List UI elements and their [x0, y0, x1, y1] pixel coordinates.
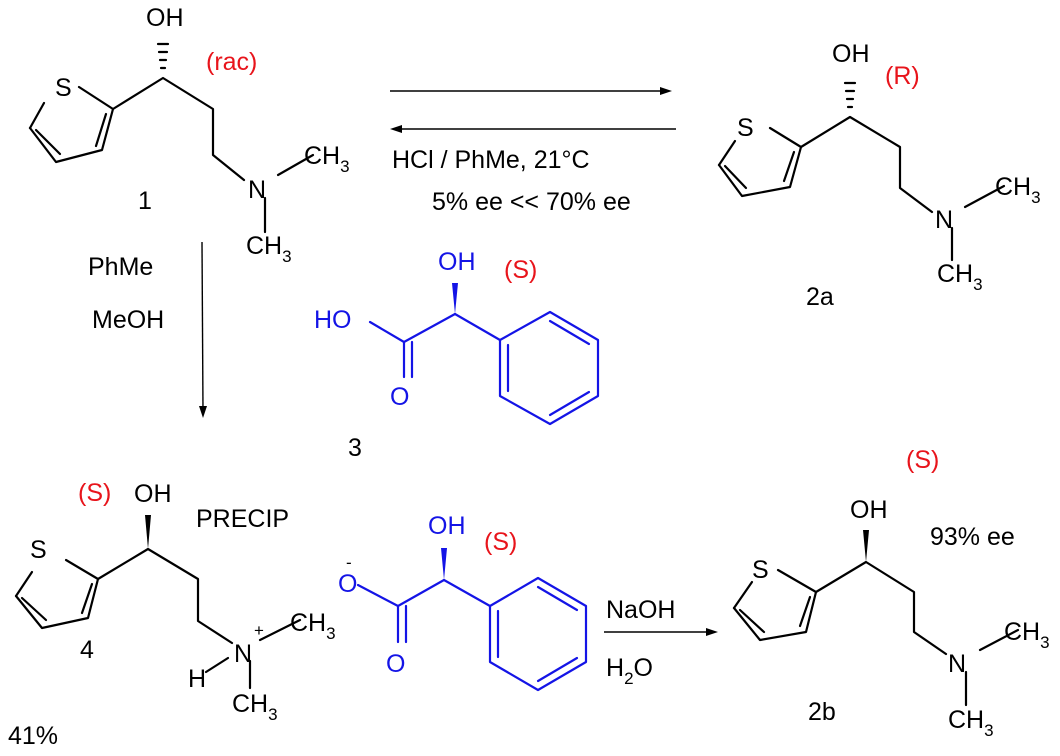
compound-4-hydrogen-label: H: [188, 665, 206, 693]
base-solvent-label: H2O: [606, 654, 653, 688]
compound-4-thiophene-ring: [14, 558, 100, 630]
compound-2a-ch3-top-label: CH3: [995, 173, 1041, 207]
compound-4-charge-plus: +: [254, 621, 264, 640]
anion-minus-charge: -: [346, 553, 352, 572]
down-conditions-solvent2: MeOH: [92, 306, 164, 334]
compound-4-nitrogen-label: N: [234, 640, 252, 668]
compound-2a-hashed-wedge: [843, 81, 857, 109]
compound-1-hashed-wedge: [156, 42, 170, 70]
compound-1-stereo-label: (rac): [206, 48, 257, 76]
compound-3-ho-label: HO: [314, 306, 352, 334]
compound-4-number: 4: [80, 636, 94, 664]
compound-2a-number: 2a: [806, 283, 834, 311]
anion-o-minus-label: O: [338, 570, 357, 598]
anion-phenyl-ring: [488, 576, 588, 692]
compound-3-oxygen-label: O: [390, 383, 409, 411]
compound-1-nitrogen-label: N: [248, 176, 266, 204]
naoh-arrow: [604, 628, 718, 636]
compound-3-stereo-label: (S): [504, 256, 537, 284]
down-conditions-solvent1: PhMe: [88, 253, 153, 281]
compound-2a-ch3-bottom-label: CH3: [937, 260, 983, 294]
compound-4-precip-label: PRECIP: [196, 505, 289, 533]
compound-4-structure: S OH (S) PRECIP N + H CH3 CH3 4 41%: [8, 479, 336, 750]
compound-2b-structure: S OH (S) 93% ee N CH3 CH3 2b: [732, 446, 1050, 740]
anion-oh-label: OH: [428, 512, 466, 540]
compound-2a-structure: S OH (R) N CH3 CH3 2a: [717, 40, 1041, 311]
compound-2a-thiophene-ring: [717, 126, 803, 198]
compound-2b-nitrogen-label: N: [948, 650, 966, 678]
compound-4-ch3-top-label: CH3: [290, 609, 336, 643]
down-arrow: [199, 241, 207, 418]
compound-1-ch3-top-label: CH3: [304, 142, 350, 176]
compound-2b-ee-label: 93% ee: [930, 523, 1015, 551]
compound-2b-oh-label: OH: [850, 496, 888, 524]
compound-2a-stereo-label: (R): [885, 62, 920, 90]
compound-4-oh-label: OH: [134, 480, 172, 508]
compound-2a-sulfur-label: S: [737, 114, 754, 142]
compound-4-yield: 41%: [8, 722, 58, 750]
compound-4-stereo-label: (S): [78, 479, 111, 507]
anion-stereo-label: (S): [484, 528, 517, 556]
compound-1-structure: S OH (rac) N CH3 CH3 1: [28, 4, 350, 266]
compound-2b-ch3-top-label: CH3: [1004, 618, 1050, 652]
compound-3-phenyl-ring: [498, 310, 600, 426]
compound-4-ch3-bottom-label: CH3: [232, 690, 278, 724]
compound-2a-oh-label: OH: [832, 40, 870, 68]
compound-3-number: 3: [348, 434, 362, 462]
compound-2b-ch3-bottom-label: CH3: [948, 706, 994, 740]
compound-2a-nitrogen-label: N: [935, 206, 953, 234]
equilibrium-conditions-line2: 5% ee << 70% ee: [432, 188, 631, 216]
compound-1-thiophene-ring: [28, 85, 115, 164]
mandelate-anion-structure: O - OH O (S): [338, 512, 588, 692]
compound-2b-stereo-label: (S): [906, 446, 939, 474]
compound-4-sulfur-label: S: [30, 536, 47, 564]
compound-2b-thiophene-ring: [732, 568, 818, 642]
equilibrium-arrows: [390, 87, 676, 133]
compound-2b-sulfur-label: S: [752, 556, 769, 584]
compound-1-oh-label: OH: [146, 4, 184, 32]
compound-2b-number: 2b: [808, 698, 836, 726]
compound-1-sulfur-label: S: [55, 74, 72, 102]
anion-oxygen-label: O: [386, 650, 405, 678]
compound-3-oh-label: OH: [438, 248, 476, 276]
base-reagent-label: NaOH: [606, 596, 675, 624]
compound-1-number: 1: [138, 187, 152, 215]
equilibrium-conditions-line1: HCl / PhMe, 21°C: [392, 146, 590, 174]
compound-1-ch3-bottom-label: CH3: [246, 232, 292, 266]
compound-3-structure: HO OH O (S) 3: [314, 248, 600, 462]
